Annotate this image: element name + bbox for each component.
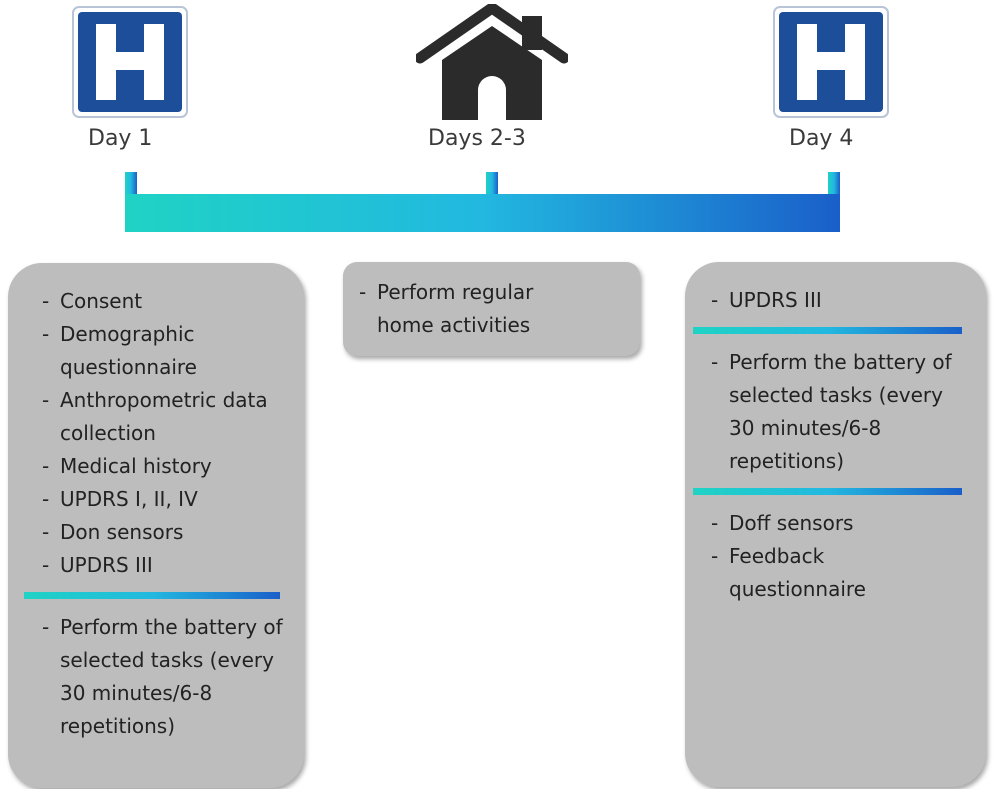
hospital-icon	[72, 6, 188, 118]
home-activities-panel: Perform regular home activities	[343, 262, 640, 356]
gradient-divider	[693, 488, 962, 495]
list-item: Anthropometric data collection	[42, 384, 284, 450]
gradient-divider	[24, 592, 280, 599]
day4-list-group2: Perform the battery of selected tasks (e…	[711, 346, 966, 478]
day4-list-group1: UPDRS III	[711, 284, 966, 317]
stage-label-day4: Day 4	[789, 126, 854, 151]
gradient-divider	[693, 327, 962, 334]
list-item: Don sensors	[42, 516, 284, 549]
list-item: UPDRS I, II, IV	[42, 483, 284, 516]
list-item: Perform the battery of selected tasks (e…	[711, 346, 966, 478]
day4-activities-panel: UPDRS III Perform the battery of selecte…	[685, 262, 986, 787]
timeline-bar	[125, 172, 840, 232]
list-item: Medical history	[42, 450, 284, 483]
list-item: Demographic questionnaire	[42, 318, 284, 384]
day1-activities-panel: Consent Demographic questionnaire Anthro…	[8, 263, 304, 788]
home-icon	[416, 4, 568, 120]
list-item: Perform the battery of selected tasks (e…	[42, 611, 284, 743]
list-item: Doff sensors	[711, 507, 966, 540]
list-item: UPDRS III	[42, 549, 284, 582]
home-list: Perform regular home activities	[359, 276, 630, 342]
list-item: Feedback questionnaire	[711, 540, 966, 606]
day4-list-group3: Doff sensors Feedback questionnaire	[711, 507, 966, 606]
hospital-icon	[773, 6, 889, 118]
day1-list-group2: Perform the battery of selected tasks (e…	[42, 611, 284, 743]
stage-label-day1: Day 1	[88, 126, 153, 151]
list-item: Consent	[42, 285, 284, 318]
list-item: UPDRS III	[711, 284, 966, 317]
list-item: Perform regular home activities	[359, 276, 630, 342]
stage-label-days2-3: Days 2-3	[428, 126, 526, 151]
day1-list-group1: Consent Demographic questionnaire Anthro…	[42, 285, 284, 582]
